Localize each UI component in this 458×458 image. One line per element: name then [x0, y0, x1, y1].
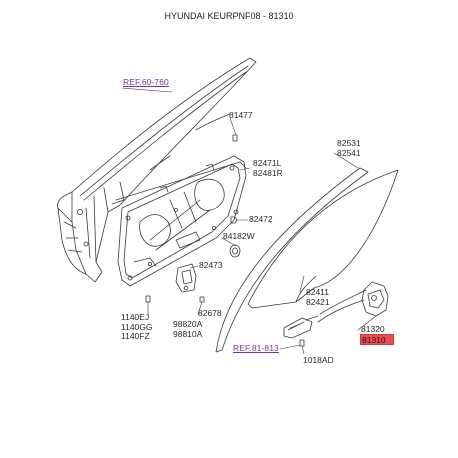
- grommet-icon: [229, 244, 241, 258]
- part-label-98820a: 98820A: [173, 319, 203, 329]
- part-label-82421: 82421: [306, 296, 330, 307]
- part-label-82411: 82411 82421: [306, 287, 330, 307]
- regulator-bracket-icon: [175, 263, 197, 293]
- part-label-1018ad: 1018AD: [303, 355, 334, 365]
- latch-icon: [317, 281, 389, 323]
- part-label-1140: 1140EJ 1140GG 1140FZ: [121, 312, 153, 342]
- part-label-82473: 82473: [199, 260, 223, 270]
- part-label-82531-a: 82531: [337, 138, 361, 148]
- part-label-81320: 81320: [361, 324, 385, 334]
- highlight-box-81310: [360, 334, 394, 345]
- part-label-82471: 82471L 82481R: [253, 158, 283, 178]
- bolt-icon: [145, 134, 305, 347]
- part-label-82541: 82541: [337, 147, 361, 158]
- part-label-1140gg: 1140GG: [121, 321, 153, 332]
- part-label-1140ej: 1140EJ: [121, 312, 150, 322]
- part-label-82531: 82531 82541: [337, 138, 361, 158]
- part-label-98810a: 98810A: [173, 328, 203, 339]
- ref-latch-link[interactable]: REF.81-813: [233, 343, 279, 353]
- part-label-82471l: 82471L: [253, 158, 282, 168]
- part-label-1140fz: 1140FZ: [121, 331, 150, 341]
- leader-lines: [121, 87, 377, 355]
- door-module-icon: [117, 155, 247, 287]
- part-label-82678: 82678: [198, 308, 222, 318]
- page-title: HYUNDAI KEURPNF08 - 81310: [164, 11, 294, 21]
- part-label-82411-a: 82411: [306, 287, 330, 297]
- part-label-81310[interactable]: 81310: [362, 334, 386, 345]
- part-label-84182w: 84182W: [223, 231, 255, 241]
- part-label-98820: 98820A 98810A: [173, 319, 203, 339]
- door-frame-icon: [57, 57, 257, 283]
- part-label-82481r: 82481R: [253, 167, 283, 178]
- part-label-82472: 82472: [249, 214, 273, 224]
- ref-door-link[interactable]: REF.60-760: [123, 77, 169, 87]
- window-glass-icon: [215, 167, 399, 353]
- part-label-81477: 81477: [229, 110, 253, 120]
- handle-icon: [283, 315, 319, 339]
